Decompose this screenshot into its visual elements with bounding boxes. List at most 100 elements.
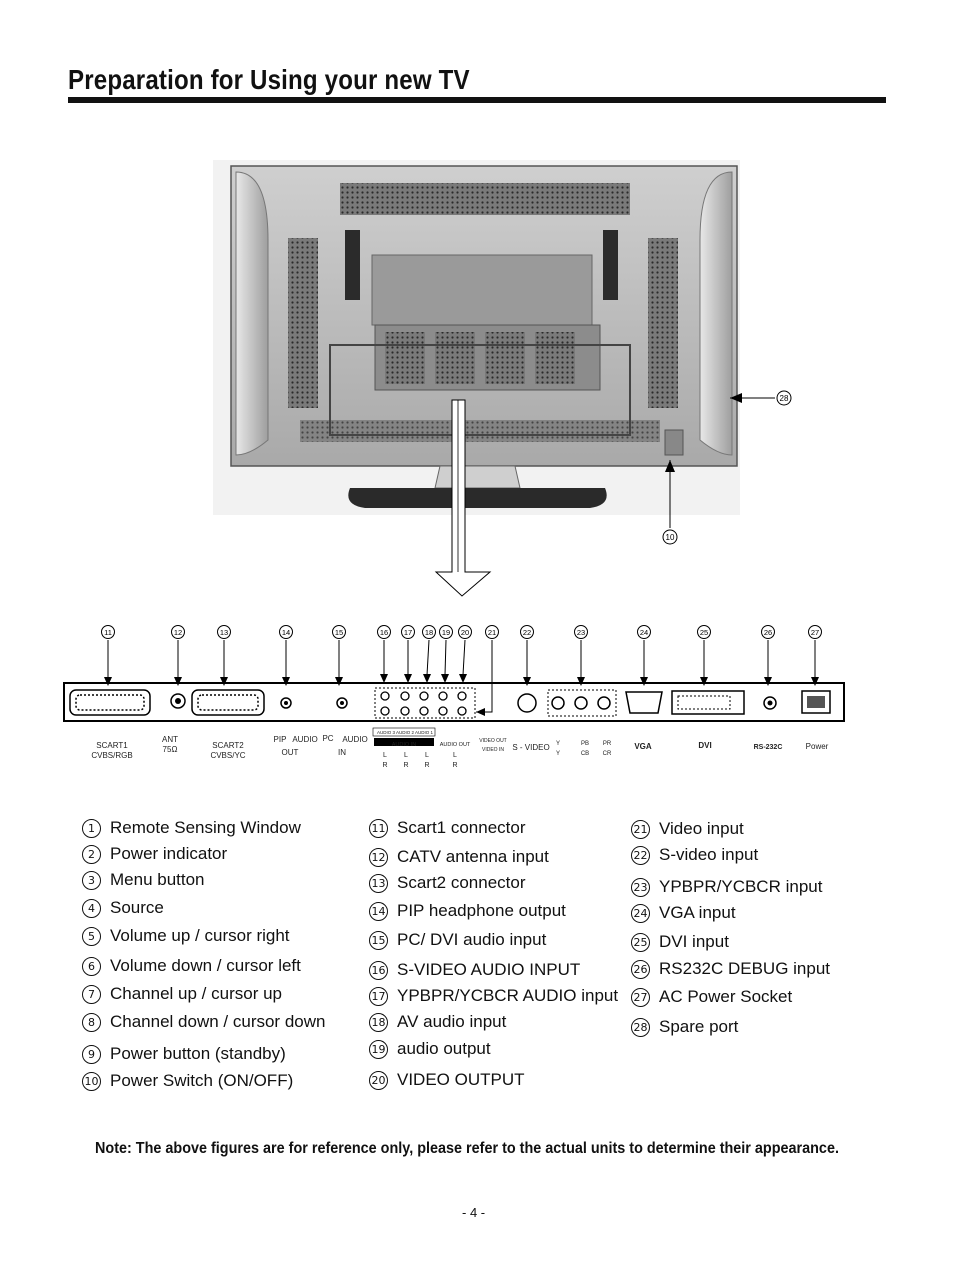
- page-number: - 4 -: [462, 1205, 486, 1220]
- panel-callout-circle: [574, 625, 588, 639]
- callout-28-text: 28: [780, 394, 789, 403]
- panel-callout-leader: [426, 639, 430, 676]
- legend-number: 17: [369, 986, 388, 1006]
- legend-text: S-video input: [659, 845, 759, 864]
- label-audio-out: AUDIO OUT: [440, 742, 471, 748]
- label-scart2: SCART2: [212, 741, 244, 750]
- panel-callout-number: 22: [523, 628, 531, 637]
- legend-item-28: 28 Spare port: [631, 1017, 738, 1037]
- panel-callout-circle: [808, 625, 822, 639]
- panel-callout-18: 18: [422, 625, 436, 683]
- panel-callout-circle: [101, 625, 115, 639]
- legend-text: CATV antenna input: [397, 847, 549, 866]
- panel-callout-25: 25: [697, 625, 711, 686]
- panel-callout-arrowhead: [380, 674, 388, 683]
- panel-callout-circle: [458, 625, 472, 639]
- panel-callout-number: 23: [577, 628, 585, 637]
- panel-callout-number: 17: [404, 628, 412, 637]
- title-rule: [68, 97, 886, 103]
- panel-callout-arrowhead: [476, 708, 485, 716]
- panel-callout-number: 16: [380, 628, 388, 637]
- legend-number: 26: [631, 959, 650, 979]
- panel-callout-arrowhead: [700, 677, 708, 686]
- callout-28: 28: [730, 390, 792, 406]
- panel-callout-leader: [444, 639, 447, 676]
- legend-text: Channel up / cursor up: [110, 984, 282, 1003]
- panel-callout-circle: [422, 625, 436, 639]
- legend-number: 1: [82, 818, 101, 838]
- label-l-3: L: [425, 752, 429, 759]
- panel-callout-arrowhead: [811, 677, 819, 686]
- legend-text: PIP headphone output: [397, 901, 566, 920]
- label-r-1: R: [382, 762, 387, 769]
- legend-number: 7: [82, 984, 101, 1004]
- legend-text: Scart2 connector: [397, 873, 526, 892]
- panel-callout-arrowhead: [220, 677, 228, 686]
- legend-text: Power button (standby): [110, 1044, 286, 1063]
- label-pb: PB: [581, 741, 589, 747]
- legend-item-13: 13 Scart2 connector: [369, 873, 526, 893]
- label-video-in: VIDEO IN: [482, 747, 504, 753]
- legend-number: 28: [631, 1017, 650, 1037]
- label-cr: CR: [603, 751, 612, 757]
- legend-text: S-VIDEO AUDIO INPUT: [397, 960, 581, 979]
- legend-text: RS232C DEBUG input: [659, 959, 831, 978]
- legend-item-26: 26 RS232C DEBUG input: [631, 959, 830, 979]
- label-audio-2: AUDIO: [342, 735, 367, 744]
- legend-number: 15: [369, 930, 388, 950]
- legend-text: Channel down / cursor down: [110, 1012, 326, 1031]
- label-vga: VGA: [634, 742, 652, 751]
- label-ant-sub: 75Ω: [163, 745, 178, 754]
- panel-callout-13: 13: [217, 625, 231, 686]
- panel-callout-arrowhead: [523, 677, 531, 686]
- label-video-out: VIDEO OUT: [479, 738, 507, 744]
- legend-text: audio output: [397, 1039, 491, 1058]
- label-l-1: L: [383, 752, 387, 759]
- panel-callout-arrowhead: [104, 677, 112, 686]
- panel-callout-circle: [171, 625, 185, 639]
- tv-back: [213, 160, 740, 515]
- legend-item-17: 17 YPBPR/YCBCR AUDIO input: [369, 986, 618, 1006]
- legend-text: Spare port: [659, 1017, 739, 1036]
- legend-text: Volume down / cursor left: [110, 956, 301, 975]
- legend-number: 23: [631, 877, 650, 897]
- panel-callout-number: 24: [640, 628, 648, 637]
- panel-callout-arrowhead: [282, 677, 290, 686]
- panel-callout-circle: [485, 625, 499, 639]
- panel-callout-11: 11: [101, 625, 115, 686]
- panel-callout-number: 26: [764, 628, 772, 637]
- legend-text: Remote Sensing Window: [110, 818, 301, 837]
- panel-callout-arrowhead: [423, 674, 431, 683]
- legend-number: 10: [82, 1071, 101, 1091]
- panel-callout-circle: [377, 625, 391, 639]
- legend-text: VIDEO OUTPUT: [397, 1070, 525, 1089]
- panel-callout-arrowhead: [459, 674, 467, 683]
- legend-text: YPBPR/YCBCR AUDIO input: [397, 986, 619, 1005]
- legend-text: Video input: [659, 819, 744, 838]
- legend-text: Volume up / cursor right: [110, 926, 290, 945]
- panel-callout-arrowhead: [764, 677, 772, 686]
- label-svideo: S - VIDEO: [512, 743, 549, 752]
- zoom-arrow: [434, 399, 492, 597]
- panel-callout-circle: [439, 625, 453, 639]
- legend-number: 13: [369, 873, 388, 893]
- label-scart2-sub: CVBS/YC: [210, 751, 245, 760]
- panel-callout-number: 13: [220, 628, 228, 637]
- panel-callout-number: 21: [488, 628, 496, 637]
- panel-callout-leader: [462, 639, 466, 676]
- panel-callout-arrowhead: [577, 677, 585, 686]
- panel-callout-number: 25: [700, 628, 708, 637]
- callout-10: 10: [662, 460, 678, 545]
- panel-callout-number: 27: [811, 628, 819, 637]
